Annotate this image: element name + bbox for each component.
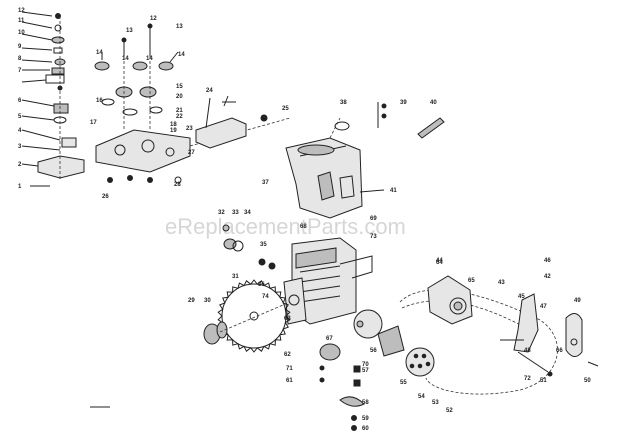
part-label-74: 74 <box>262 294 269 300</box>
watermark: eReplacementParts.com <box>165 214 406 239</box>
gear-cluster <box>94 23 179 130</box>
lever-arm <box>500 293 553 377</box>
part-label-66: 66 <box>556 348 563 354</box>
part-label-14d: 14 <box>178 52 185 58</box>
part-label-35: 35 <box>260 242 267 248</box>
part-label-36: 36 <box>258 282 265 288</box>
part-label-22: 22 <box>176 114 183 120</box>
engine-housing <box>285 117 363 219</box>
part-label-69: 69 <box>370 216 377 222</box>
part-label-53: 53 <box>432 400 439 406</box>
part-label-10: 10 <box>18 30 25 36</box>
part-label-14a: 14 <box>96 50 103 56</box>
part-label-41: 41 <box>390 188 397 194</box>
saw-blade <box>203 279 291 353</box>
part-label-43: 43 <box>498 280 505 286</box>
part-label-3: 3 <box>18 144 22 150</box>
part-label-4: 4 <box>18 128 22 134</box>
part-label-59: 59 <box>362 416 369 422</box>
part-label-62: 62 <box>284 352 291 358</box>
part-label-51: 51 <box>540 378 547 384</box>
bolt-column <box>319 365 365 431</box>
part-label-60: 60 <box>362 426 369 432</box>
part-label-63: 63 <box>284 316 291 322</box>
part-label-71: 71 <box>286 366 293 372</box>
part-label-12a: 12 <box>18 8 25 14</box>
part-label-47: 47 <box>540 304 547 310</box>
part-label-58: 58 <box>362 400 369 406</box>
part-label-67: 67 <box>326 336 333 342</box>
part-label-18: 18 <box>170 122 177 128</box>
part-label-56: 56 <box>370 348 377 354</box>
part-label-27: 27 <box>188 150 195 156</box>
part-label-64: 64 <box>436 260 443 266</box>
part-label-7: 7 <box>18 68 22 74</box>
part-label-48: 48 <box>524 348 531 354</box>
part-label-6: 6 <box>18 98 22 104</box>
part-label-45: 45 <box>518 294 525 300</box>
part-label-29: 29 <box>188 298 195 304</box>
part-label-34: 34 <box>244 210 251 216</box>
part-label-14c: 14 <box>146 56 153 62</box>
part-label-9: 9 <box>18 44 22 50</box>
part-label-28: 28 <box>174 182 181 188</box>
part-label-14b: 14 <box>122 56 129 62</box>
part-label-40: 40 <box>430 100 437 106</box>
part-label-15a: 15 <box>176 84 183 90</box>
part-label-37: 37 <box>262 180 269 186</box>
part-label-65: 65 <box>468 278 475 284</box>
top-right-parts <box>334 102 445 193</box>
part-label-73: 73 <box>370 234 377 240</box>
left-hardware-stack <box>21 11 85 187</box>
part-label-49: 49 <box>574 298 581 304</box>
part-label-24: 24 <box>206 88 213 94</box>
part-label-13b: 13 <box>176 24 183 30</box>
part-label-17: 17 <box>90 120 97 126</box>
part-label-33: 33 <box>232 210 239 216</box>
part-label-2: 2 <box>18 162 22 168</box>
part-label-50: 50 <box>584 378 591 384</box>
part-label-68: 68 <box>300 224 307 230</box>
part-label-12b: 12 <box>150 16 157 22</box>
part-label-31: 31 <box>232 274 239 280</box>
part-label-30: 30 <box>204 298 211 304</box>
part-label-19: 19 <box>170 128 177 134</box>
part-label-16: 16 <box>96 98 103 104</box>
part-label-72: 72 <box>524 376 531 382</box>
part-label-44: 44 <box>436 258 443 264</box>
part-label-13a: 13 <box>126 28 133 34</box>
part-label-11: 11 <box>18 18 25 24</box>
part-label-46: 46 <box>544 258 551 264</box>
part-label-8: 8 <box>18 56 22 62</box>
part-label-61: 61 <box>286 378 293 384</box>
bracket-24 <box>195 95 268 149</box>
part-label-42: 42 <box>544 274 551 280</box>
engine-block <box>283 237 373 361</box>
part-label-21: 21 <box>176 108 183 114</box>
part-label-70: 70 <box>362 362 369 368</box>
part-label-52: 52 <box>446 408 453 414</box>
part-label-39: 39 <box>400 100 407 106</box>
part-label-32: 32 <box>218 210 225 216</box>
part-label-5: 5 <box>18 114 22 120</box>
part-label-38: 38 <box>340 100 347 106</box>
part-label-55: 55 <box>400 380 407 386</box>
clutch-assembly <box>353 309 435 377</box>
part-label-20: 20 <box>176 94 183 100</box>
part-label-1: 1 <box>18 184 22 190</box>
part-label-23: 23 <box>186 126 193 132</box>
handle-49 <box>565 313 599 367</box>
part-label-25: 25 <box>282 106 289 112</box>
part-label-26: 26 <box>102 194 109 200</box>
part-label-57: 57 <box>362 368 369 374</box>
part-label-54: 54 <box>418 394 425 400</box>
gear-housing <box>95 117 291 184</box>
fastener-group-32 <box>222 224 276 270</box>
chain-guard <box>427 275 473 325</box>
